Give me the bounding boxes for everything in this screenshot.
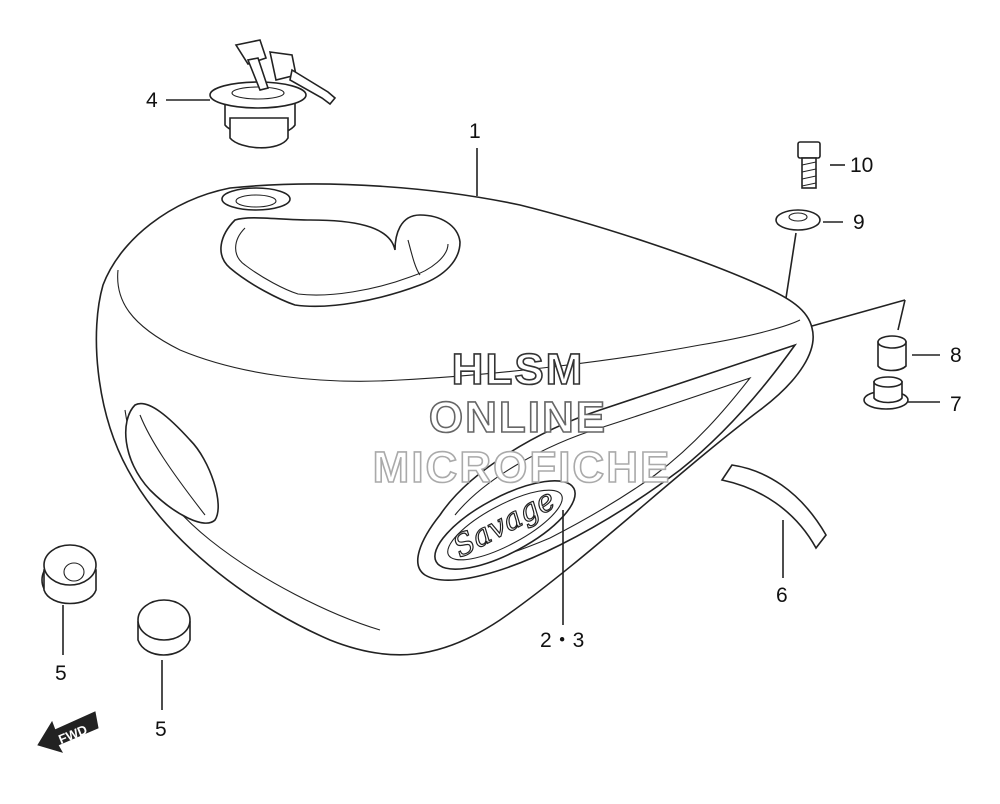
label-part-5-center: 5 <box>155 718 167 741</box>
fwd-label: FWD <box>56 722 89 747</box>
fuel-tank[interactable]: Savage <box>95 183 814 656</box>
cushion[interactable] <box>863 376 909 410</box>
part-labels: 1 2・3 4 5 5 6 7 8 9 10 <box>55 89 962 741</box>
label-part-1: 1 <box>469 120 481 143</box>
watermark-line-1: HLSM <box>452 345 585 394</box>
label-part-7: 7 <box>950 393 962 416</box>
label-part-5-left: 5 <box>55 662 67 685</box>
label-part-8: 8 <box>950 344 962 367</box>
hose[interactable] <box>720 464 827 550</box>
washer[interactable] <box>775 209 821 231</box>
label-part-4: 4 <box>146 89 158 112</box>
label-part-10: 10 <box>850 154 873 177</box>
watermark-line-3: MICROFICHE <box>373 443 672 492</box>
watermark-line-2: ONLINE <box>429 393 607 442</box>
bolt[interactable] <box>797 141 821 189</box>
label-part-2-3: 2・3 <box>540 629 584 652</box>
rubber-cushion-center[interactable] <box>137 599 191 656</box>
rubber-cushion-left[interactable] <box>41 544 97 605</box>
watermark: HLSM ONLINE MICROFICHE <box>372 344 672 493</box>
label-part-9: 9 <box>853 211 865 234</box>
leader-lines <box>62 99 940 710</box>
collar[interactable] <box>877 335 907 372</box>
label-part-6: 6 <box>776 584 788 607</box>
fuel-cap[interactable] <box>209 39 337 149</box>
fwd-arrow: FWD <box>37 711 99 753</box>
